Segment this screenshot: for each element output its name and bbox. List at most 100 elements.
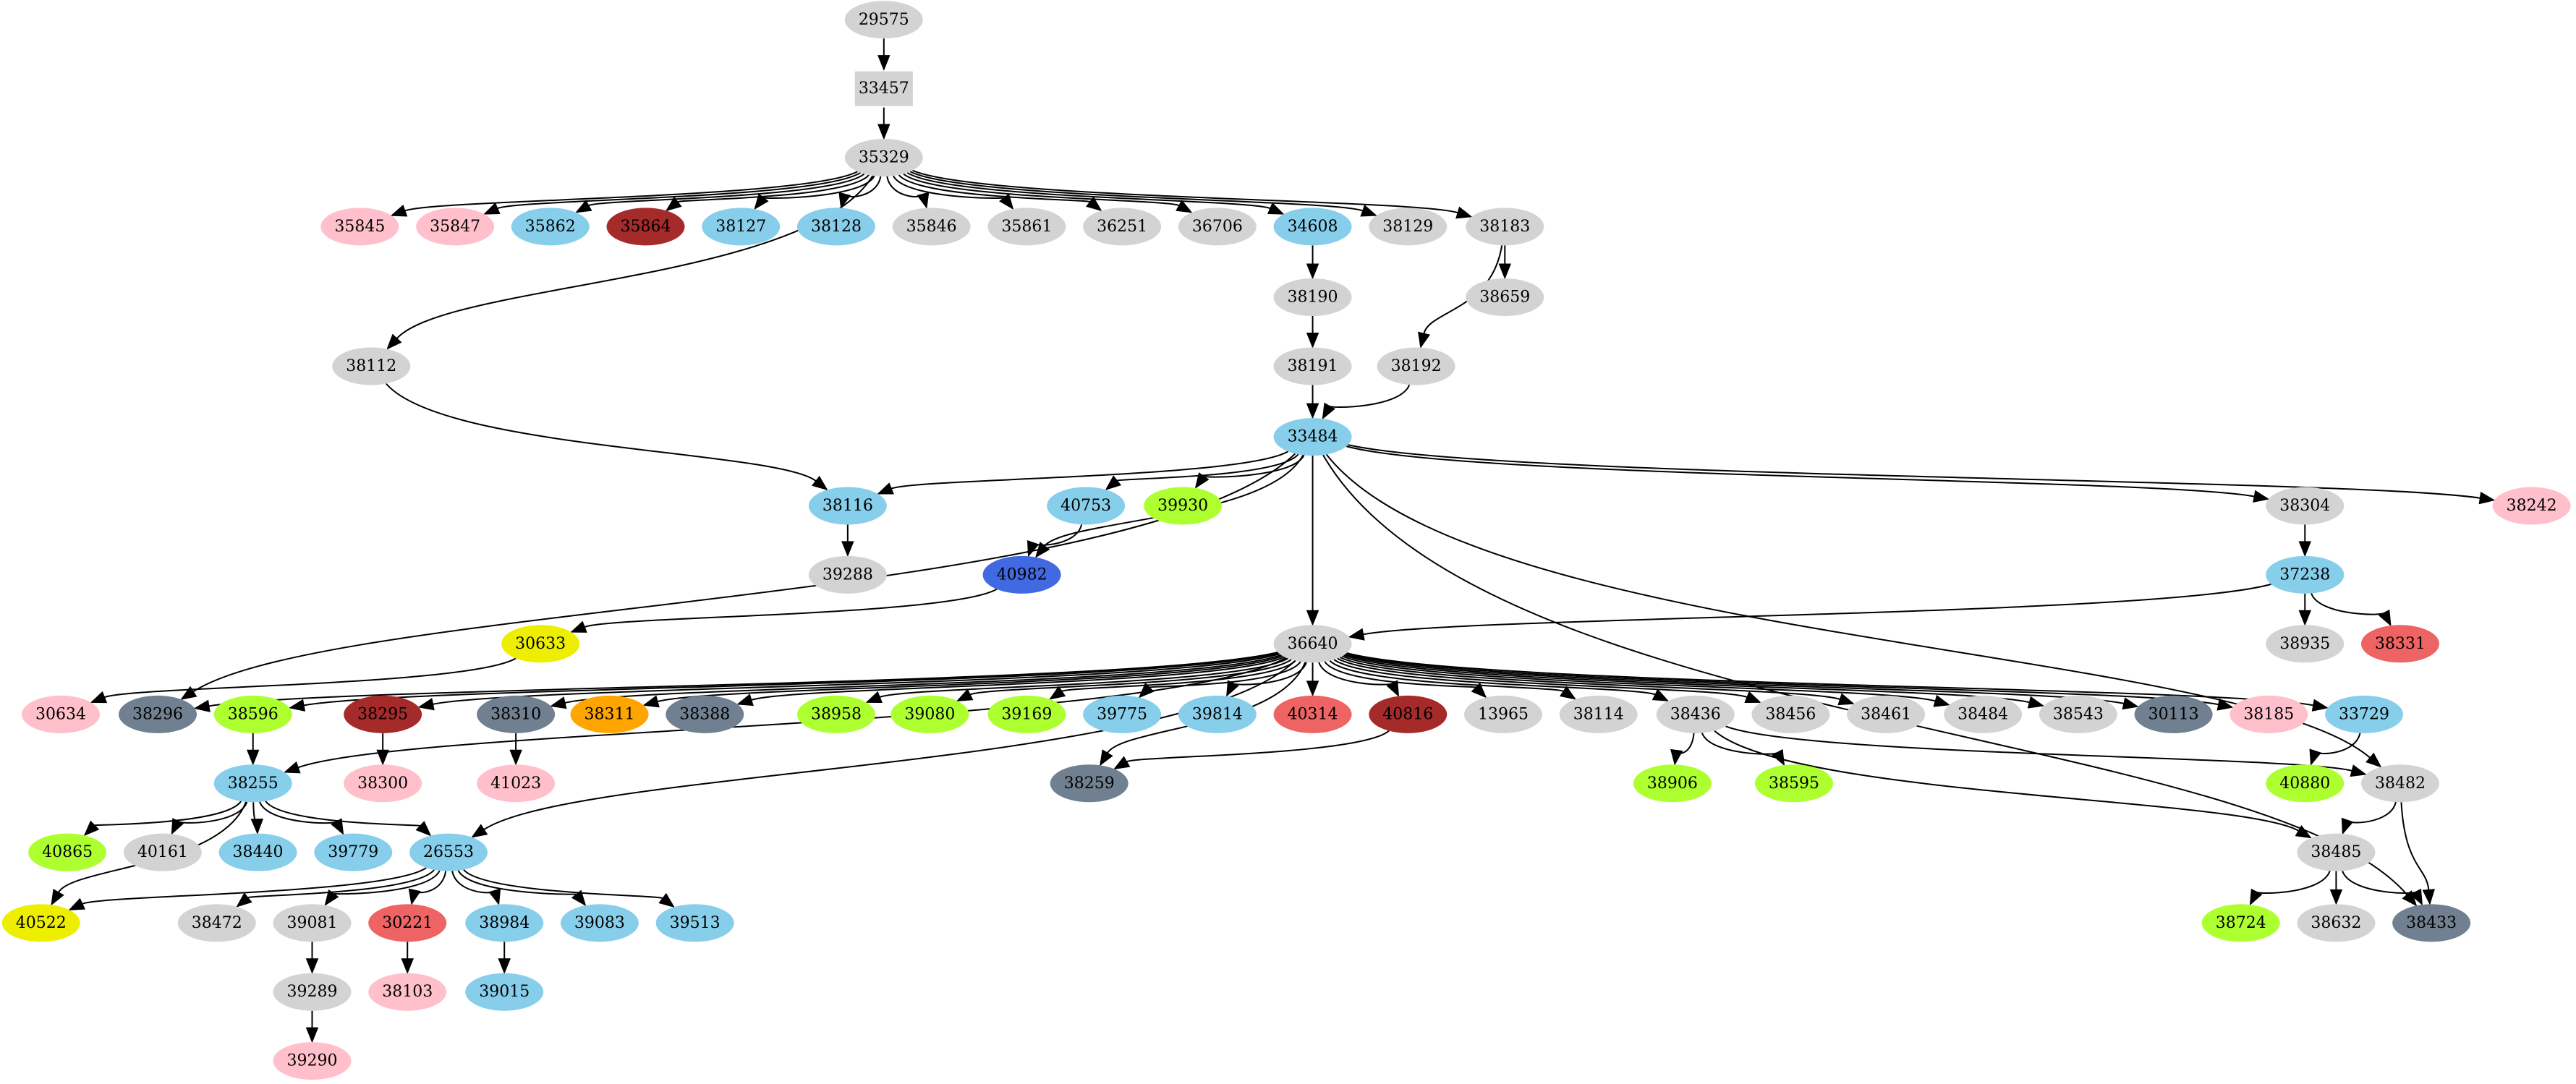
arrowhead-icon — [376, 749, 389, 766]
node-ellipse-shape — [1754, 764, 1833, 803]
arrowhead-icon — [1670, 748, 1683, 766]
node-ellipse-shape — [1633, 764, 1712, 803]
node-label: 38543 — [2053, 705, 2104, 723]
graph-node: 38440 — [218, 833, 297, 871]
node-ellipse-shape — [2325, 695, 2404, 733]
arrowhead-icon — [1348, 628, 1365, 641]
graph-edge — [1701, 733, 1779, 755]
node-label: 38304 — [2279, 497, 2330, 515]
node-label: 38485 — [2311, 843, 2361, 861]
node-label: 29575 — [859, 11, 909, 29]
arrowhead-icon — [1498, 263, 1512, 280]
arrowhead-icon — [471, 824, 488, 838]
graph-edge — [1344, 653, 2125, 704]
graph-edge — [1341, 655, 1936, 702]
graph-node: 39080 — [890, 695, 969, 733]
graph-edge — [497, 171, 862, 210]
node-ellipse-shape — [2229, 695, 2308, 733]
node-label: 38595 — [1769, 774, 1819, 793]
graph-node: 38456 — [1751, 695, 1830, 733]
node-ellipse-shape — [1273, 695, 1352, 733]
graph-node: 40880 — [2266, 764, 2345, 803]
graph-node: 38300 — [344, 764, 422, 803]
node-label: 38127 — [715, 218, 766, 236]
graph-node: 38255 — [213, 764, 292, 803]
graph-node: 39015 — [465, 973, 544, 1011]
graph-node: 40314 — [1273, 695, 1352, 733]
arrowhead-icon — [1455, 206, 1473, 219]
graph-node: 38185 — [2229, 695, 2308, 733]
node-ellipse-shape — [1944, 695, 2023, 733]
arrowhead-icon — [1772, 748, 1785, 767]
graph-node: 38958 — [796, 695, 875, 733]
graph-edge — [906, 171, 1271, 210]
arrowhead-icon — [2311, 699, 2329, 712]
node-label: 38259 — [1064, 774, 1115, 793]
node-label: 35847 — [430, 218, 480, 236]
arrowhead-icon — [1386, 680, 1400, 697]
graph-node: 38659 — [1466, 278, 1544, 317]
node-label: 39290 — [286, 1052, 337, 1070]
node-label: 38958 — [811, 705, 862, 723]
arrowhead-icon — [877, 55, 890, 71]
graph-edge — [588, 173, 865, 207]
node-ellipse-shape — [796, 208, 875, 246]
graph-edge — [584, 588, 998, 628]
node-label: 38114 — [1573, 705, 1624, 723]
graph-node: 40522 — [1, 904, 80, 942]
graph-node: 41023 — [477, 764, 556, 803]
arrowhead-icon — [1306, 680, 1319, 697]
node-label: 38724 — [2216, 914, 2266, 932]
arrowhead-icon — [1113, 756, 1131, 769]
arrowhead-icon — [250, 818, 264, 835]
node-ellipse-shape — [808, 555, 887, 594]
arrowhead-icon — [305, 1027, 319, 1044]
arrowhead-icon — [999, 193, 1014, 210]
graph-node: 29575 — [844, 1, 923, 39]
node-ellipse-shape — [344, 695, 422, 733]
graph-edge — [1346, 652, 2313, 707]
graph-node: 38128 — [796, 208, 875, 246]
graph-edge — [1423, 245, 1503, 334]
arrowhead-icon — [1418, 331, 1431, 349]
arrowhead-icon — [1471, 682, 1487, 699]
node-label: 40880 — [2279, 774, 2330, 793]
graph-edge — [1329, 384, 1411, 409]
graph-edge — [332, 870, 441, 895]
node-ellipse-shape — [560, 904, 639, 942]
node-label: 35329 — [859, 149, 909, 167]
node-label: 40982 — [997, 566, 1047, 584]
arrowhead-icon — [171, 818, 184, 835]
graph-edge — [751, 656, 1285, 701]
graph-edge — [404, 171, 858, 212]
node-label: 38433 — [2406, 914, 2457, 932]
node-ellipse-shape — [2297, 904, 2376, 942]
node-ellipse-shape — [796, 695, 875, 733]
graph-node: 38295 — [344, 695, 422, 733]
node-label: 38192 — [1391, 357, 1442, 375]
arrowhead-icon — [2027, 696, 2045, 709]
node-ellipse-shape — [2266, 764, 2345, 803]
arrowhead-icon — [1194, 472, 1210, 489]
node-label: 38112 — [346, 357, 396, 375]
node-ellipse-shape — [1083, 208, 1162, 246]
graph-edge — [386, 383, 817, 482]
node-label: 33457 — [859, 80, 909, 98]
edges-layer — [51, 38, 2496, 1044]
graph-node: 35864 — [606, 208, 685, 246]
graph-edge — [1337, 657, 1748, 699]
node-ellipse-shape — [477, 695, 556, 733]
arrowhead-icon — [1099, 749, 1113, 767]
graph-node: 37238 — [2266, 555, 2345, 594]
graph-node: 38192 — [1377, 347, 1455, 385]
node-label: 38906 — [1647, 774, 1698, 793]
graph-node: 38191 — [1273, 347, 1352, 385]
graph-edge — [1203, 454, 1305, 478]
node-ellipse-shape — [332, 347, 411, 385]
arrowhead-icon — [2295, 824, 2312, 839]
node-ellipse-shape — [1369, 208, 1448, 246]
node-ellipse-shape — [1273, 278, 1352, 317]
arrowhead-icon — [386, 333, 402, 350]
graph-node: 35861 — [987, 208, 1066, 246]
graph-node: 38242 — [2492, 487, 2571, 525]
